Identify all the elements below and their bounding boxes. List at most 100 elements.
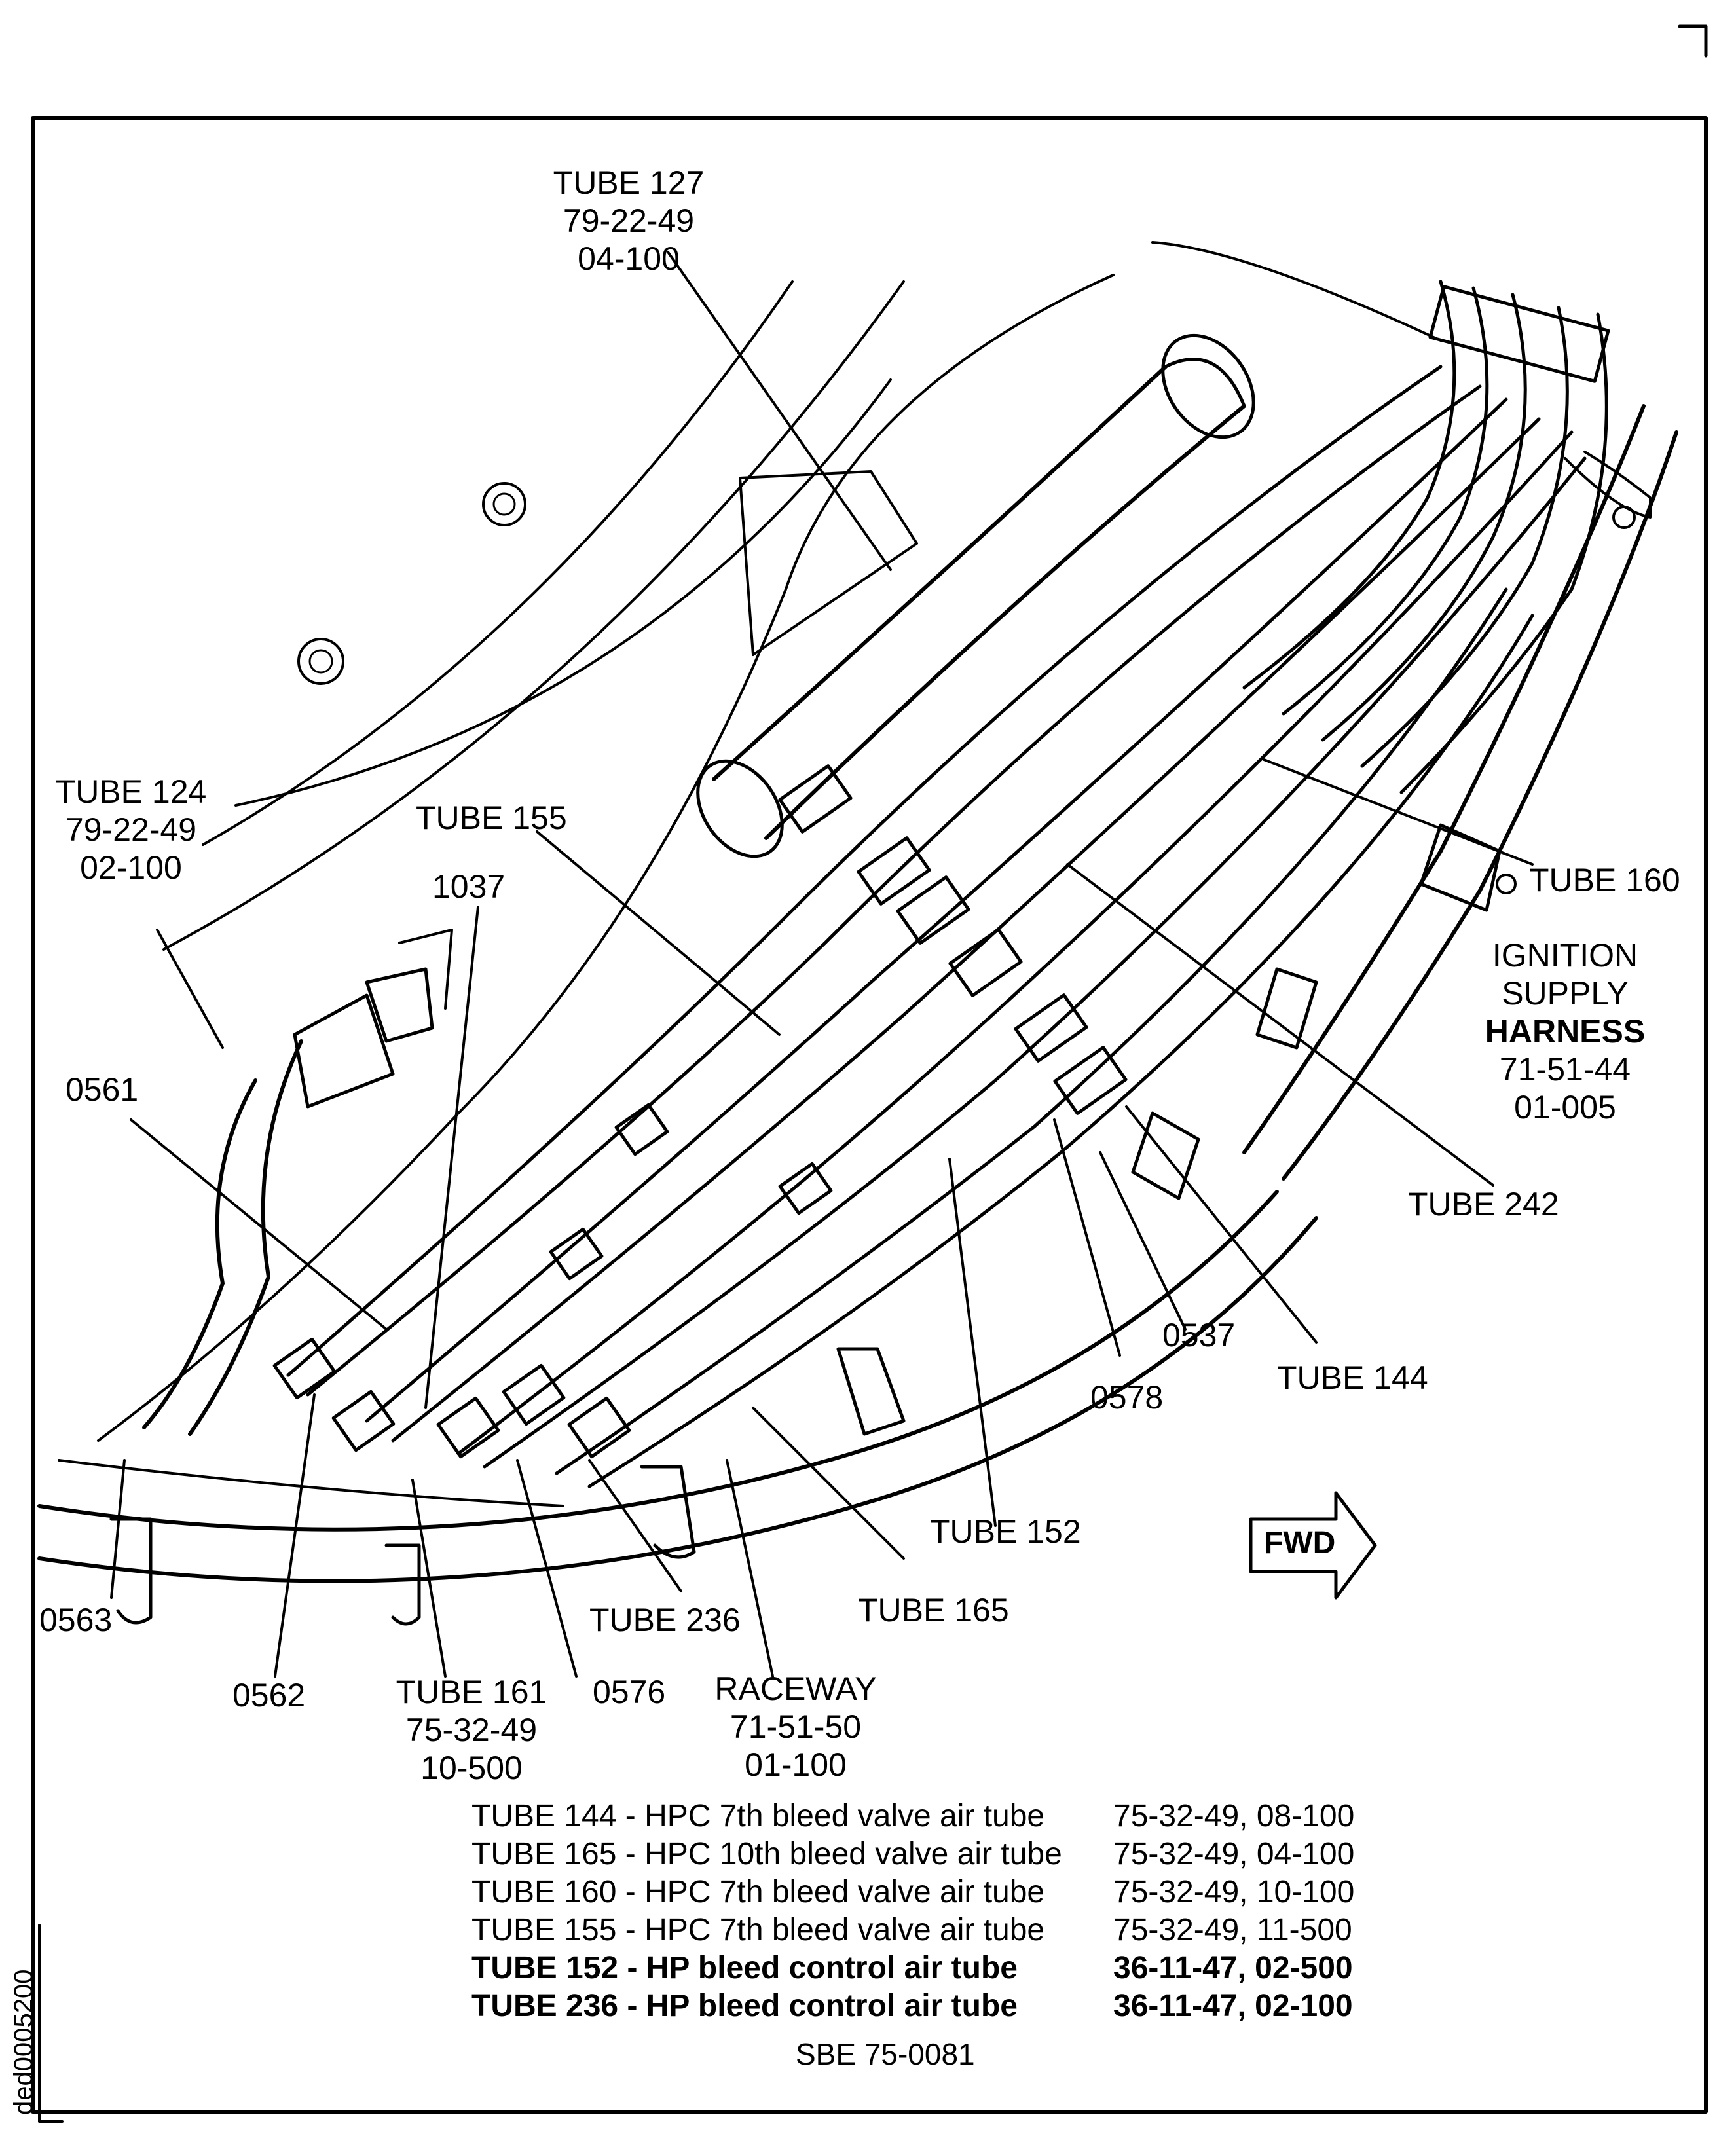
label-1037-line-1: 1037 bbox=[432, 868, 506, 905]
label-tube-124-line-2: 79-22-49 bbox=[65, 811, 197, 848]
label-1037: 1037 bbox=[432, 868, 505, 906]
label-0563: 0563 bbox=[39, 1601, 112, 1639]
legend-row-3-text: TUBE 160 - HPC 7th bleed valve air tube bbox=[471, 1873, 1113, 1911]
legend-row-6: TUBE 236 - HP bleed control air tube 36-… bbox=[471, 1987, 1354, 2025]
label-tube-127-line-2: 79-22-49 bbox=[563, 202, 695, 239]
label-tube-161: TUBE 161 75-32-49 10-500 bbox=[380, 1673, 563, 1787]
label-0562: 0562 bbox=[232, 1676, 305, 1714]
case-lower-curve bbox=[58, 1459, 564, 1507]
legend-row-4: TUBE 155 - HPC 7th bleed valve air tube … bbox=[471, 1911, 1354, 1949]
label-0563-line-1: 0563 bbox=[39, 1602, 113, 1638]
tube-124-curve bbox=[142, 929, 453, 1436]
label-tube-152-line-1: TUBE 152 bbox=[930, 1513, 1081, 1550]
fwd-label: FWD bbox=[1264, 1526, 1336, 1560]
label-ignition-line-2: SUPPLY bbox=[1502, 975, 1629, 1012]
label-tube-127-line-1: TUBE 127 bbox=[553, 164, 705, 201]
legend-row-4-ref: 75-32-49, 11-500 bbox=[1113, 1913, 1352, 1947]
label-tube-236-line-1: TUBE 236 bbox=[589, 1602, 741, 1638]
label-tube-124-line-1: TUBE 124 bbox=[55, 773, 207, 810]
label-tube-161-line-2: 75-32-49 bbox=[405, 1712, 538, 1748]
label-ignition-line-3: HARNESS bbox=[1485, 1013, 1646, 1050]
raceway bbox=[37, 967, 1318, 1626]
label-0561-line-1: 0561 bbox=[65, 1071, 139, 1108]
label-tube-127: TUBE 127 79-22-49 04-100 bbox=[511, 164, 747, 278]
label-0562-line-1: 0562 bbox=[232, 1677, 306, 1714]
legend-row-5-text: TUBE 152 - HP bleed control air tube bbox=[471, 1949, 1113, 1987]
label-tube-160-line-1: TUBE 160 bbox=[1529, 862, 1680, 898]
label-tube-124-line-3: 02-100 bbox=[80, 849, 182, 886]
label-tube-236: TUBE 236 bbox=[589, 1601, 741, 1639]
case-outer-curve bbox=[97, 274, 1115, 1442]
label-raceway: RACEWAY 71-51-50 01-100 bbox=[701, 1670, 891, 1784]
legend-row-6-desc: - HP bleed control air tube bbox=[627, 1989, 1018, 2023]
legend-row-2-text: TUBE 165 - HPC 10th bleed valve air tube bbox=[471, 1835, 1113, 1873]
case-arc-3 bbox=[234, 378, 892, 807]
label-ignition-line-5: 01-005 bbox=[1514, 1089, 1616, 1126]
label-ignition-supply-harness: IGNITION SUPPLY HARNESS 71-51-44 01-005 bbox=[1467, 936, 1663, 1126]
label-tube-165: TUBE 165 bbox=[858, 1591, 1009, 1629]
label-tube-144: TUBE 144 bbox=[1277, 1359, 1428, 1397]
case-upper-curve bbox=[1151, 241, 1442, 342]
label-tube-124: TUBE 124 79-22-49 02-100 bbox=[33, 773, 229, 887]
bolt-2 bbox=[297, 638, 344, 685]
label-tube-160: TUBE 160 bbox=[1529, 861, 1680, 899]
label-0578-line-1: 0578 bbox=[1090, 1379, 1164, 1416]
label-0576-line-1: 0576 bbox=[593, 1674, 666, 1710]
label-tube-161-line-1: TUBE 161 bbox=[396, 1674, 547, 1710]
label-tube-242: TUBE 242 bbox=[1408, 1185, 1559, 1223]
drawing-id: ded0005200 bbox=[9, 1969, 38, 2115]
legend-row-2-desc: - HPC 10th bleed valve air tube bbox=[625, 1837, 1062, 1871]
label-0576: 0576 bbox=[593, 1673, 665, 1711]
legend-row-4-text: TUBE 155 - HPC 7th bleed valve air tube bbox=[471, 1911, 1113, 1949]
legend-row-6-ref: 36-11-47, 02-100 bbox=[1113, 1989, 1353, 2023]
label-0561: 0561 bbox=[65, 1071, 138, 1109]
case-arc-1 bbox=[162, 280, 905, 951]
label-raceway-line-1: RACEWAY bbox=[714, 1670, 877, 1707]
legend-row-1-desc: - HPC 7th bleed valve air tube bbox=[625, 1799, 1045, 1833]
legend-row-3-tube: TUBE 160 bbox=[471, 1875, 617, 1909]
label-tube-161-line-3: 10-500 bbox=[420, 1750, 523, 1786]
left-bracket bbox=[38, 1924, 64, 2123]
label-ignition-line-4: 71-51-44 bbox=[1499, 1051, 1631, 1088]
label-tube-155-line-1: TUBE 155 bbox=[416, 800, 567, 836]
label-ignition-line-1: IGNITION bbox=[1492, 937, 1638, 974]
legend-row-4-desc: - HPC 7th bleed valve air tube bbox=[625, 1913, 1045, 1947]
legend-row-2-ref: 75-32-49, 04-100 bbox=[1113, 1837, 1355, 1871]
label-raceway-line-3: 01-100 bbox=[745, 1746, 847, 1783]
label-0537-line-1: 0537 bbox=[1162, 1317, 1236, 1353]
tube-bundle bbox=[286, 365, 1587, 1488]
label-tube-144-line-1: TUBE 144 bbox=[1277, 1359, 1428, 1396]
legend-row-5-desc: - HP bleed control air tube bbox=[627, 1951, 1018, 1985]
label-tube-242-line-1: TUBE 242 bbox=[1408, 1186, 1559, 1223]
legend-row-1-ref: 75-32-49, 08-100 bbox=[1113, 1799, 1355, 1833]
tube-127-duct bbox=[696, 333, 1255, 858]
legend-row-1-text: TUBE 144 - HPC 7th bleed valve air tube bbox=[471, 1797, 1113, 1835]
legend-row-2-tube: TUBE 165 bbox=[471, 1837, 617, 1871]
harness-bundle bbox=[1242, 280, 1652, 794]
legend-row-6-tube: TUBE 236 bbox=[471, 1989, 619, 2023]
case-arc-2 bbox=[202, 280, 794, 846]
legend-row-4-tube: TUBE 155 bbox=[471, 1913, 617, 1947]
leader-lines bbox=[110, 251, 1534, 1678]
label-0537: 0537 bbox=[1162, 1316, 1235, 1354]
label-raceway-line-2: 71-51-50 bbox=[729, 1708, 862, 1745]
label-0578: 0578 bbox=[1090, 1378, 1163, 1416]
tube-legend: TUBE 144 - HPC 7th bleed valve air tube … bbox=[471, 1797, 1354, 2025]
legend-row-1-tube: TUBE 144 bbox=[471, 1799, 617, 1833]
label-tube-152: TUBE 152 bbox=[930, 1513, 1081, 1551]
label-tube-127-line-3: 04-100 bbox=[578, 240, 680, 277]
legend-row-5-tube: TUBE 152 bbox=[471, 1951, 619, 1985]
legend-row-3-ref: 75-32-49, 10-100 bbox=[1113, 1875, 1355, 1909]
label-tube-155: TUBE 155 bbox=[416, 799, 567, 837]
legend-row-5: TUBE 152 - HP bleed control air tube 36-… bbox=[471, 1949, 1354, 1987]
legend-row-3-desc: - HPC 7th bleed valve air tube bbox=[625, 1875, 1045, 1909]
legend-row-3: TUBE 160 - HPC 7th bleed valve air tube … bbox=[471, 1873, 1354, 1911]
clamp-row bbox=[272, 764, 1128, 1459]
fwd-arrow bbox=[1249, 1491, 1377, 1600]
bolt-1 bbox=[482, 482, 526, 526]
legend-row-2: TUBE 165 - HPC 10th bleed valve air tube… bbox=[471, 1835, 1354, 1873]
legend-row-6-text: TUBE 236 - HP bleed control air tube bbox=[471, 1987, 1113, 2025]
legend-row-5-ref: 36-11-47, 02-500 bbox=[1113, 1951, 1353, 1985]
service-bulletin-reference: SBE 75-0081 bbox=[796, 2037, 975, 2071]
